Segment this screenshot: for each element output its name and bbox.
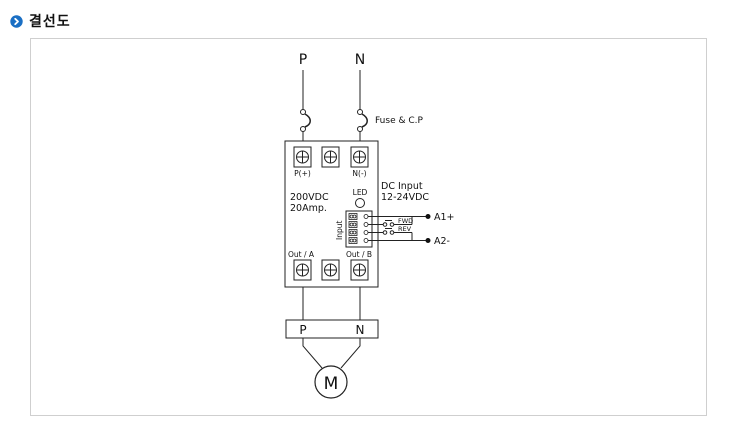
terminal-in-pos-label: P(+) <box>294 169 311 178</box>
fuse-p-icon <box>304 113 311 128</box>
input-connector <box>345 210 373 248</box>
dc-input-title: DC Input <box>381 181 423 192</box>
rating-current: 20Amp. <box>290 203 327 214</box>
fuse-n-bottom-terminal <box>357 126 363 132</box>
motor-terminal-block <box>285 319 379 339</box>
terminal-top-left <box>293 146 312 168</box>
motor-symbol: M <box>324 374 339 394</box>
terminal-bottom-middle <box>321 259 340 281</box>
section-header: 결선도 <box>10 11 71 31</box>
fuse-p-top-terminal <box>300 109 306 115</box>
a2-terminal-dot <box>425 238 431 243</box>
a2-label: A2- <box>434 236 450 247</box>
supply-negative-label: N <box>355 52 365 68</box>
motor-p-label: P <box>299 323 306 337</box>
rev-label: REV <box>398 225 412 233</box>
wiring-diagram-frame <box>30 38 707 416</box>
out-a-label: Out / A <box>288 250 315 259</box>
terminal-bottom-left <box>293 259 312 281</box>
fuse-n-icon <box>361 113 368 128</box>
terminal-top-middle <box>321 146 340 168</box>
terminal-bottom-right <box>350 259 369 281</box>
motor-icon <box>314 365 348 399</box>
fuse-n-top-terminal <box>357 109 363 115</box>
supply-positive-label: P <box>299 52 307 68</box>
led-label: LED <box>353 188 368 197</box>
a1-terminal-dot <box>425 214 431 219</box>
out-b-label: Out / B <box>346 250 372 259</box>
fuse-label: Fuse & C.P <box>375 116 423 126</box>
a1-label: A1+ <box>434 212 455 223</box>
terminal-top-right <box>350 146 369 168</box>
terminal-in-neg-label: N(-) <box>352 169 366 178</box>
section-title: 결선도 <box>29 14 71 30</box>
motor-n-label: N <box>356 323 365 337</box>
led-indicator <box>355 198 365 208</box>
input-label: Input <box>335 221 344 240</box>
controller-body <box>284 140 379 288</box>
dc-input-range: 12-24VDC <box>381 192 429 203</box>
chevron-right-circle-icon <box>10 14 23 28</box>
fuse-p-bottom-terminal <box>300 126 306 132</box>
fwd-label: FWD <box>398 217 413 225</box>
rating-voltage: 200VDC <box>290 192 329 203</box>
